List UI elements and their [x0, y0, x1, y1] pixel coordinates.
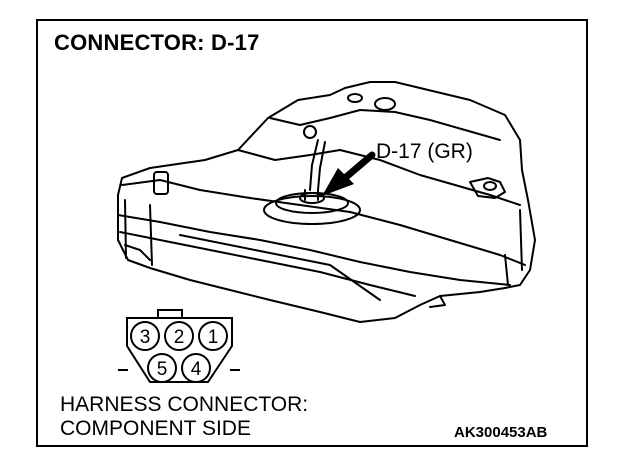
tank-top-ridge	[237, 149, 521, 206]
tank-upper-deck	[121, 179, 526, 266]
tank-side-panel	[124, 199, 127, 259]
harness-caption-line1: HARNESS CONNECTOR:	[60, 393, 309, 416]
tank-side-panel-2	[149, 204, 153, 266]
tank-strap	[179, 234, 381, 301]
harness-caption: HARNESS CONNECTOR: COMPONENT SIDE	[60, 393, 308, 441]
tank-inner-ridge	[269, 109, 501, 141]
pin-label-1: 1	[208, 327, 219, 348]
pin-label-2: 2	[174, 327, 185, 348]
tank-end-panel	[504, 254, 509, 286]
harness-connector-face	[118, 309, 240, 383]
pin-4	[181, 353, 211, 383]
pin-label-4: 4	[191, 359, 202, 380]
figure-code: AK300453AB	[454, 424, 548, 441]
tank-outline	[117, 81, 536, 323]
vent-cap	[374, 97, 396, 111]
pin-2	[164, 321, 194, 351]
left-fitting	[153, 171, 169, 195]
callout-arrow	[322, 151, 376, 196]
tank-lower-band-2	[119, 231, 416, 297]
pin-label-5: 5	[157, 359, 168, 380]
top-fitting	[347, 93, 363, 103]
connector-callout-label: D-17 (GR)	[376, 140, 473, 163]
pump-hose	[309, 139, 319, 191]
left-boss	[303, 125, 317, 139]
pin-3	[130, 321, 160, 351]
harness-caption-line2: COMPONENT SIDE	[60, 417, 251, 440]
pin-1	[198, 321, 228, 351]
pin-5	[147, 353, 177, 383]
pump-module-flange	[263, 195, 361, 225]
pin-label-3: 3	[140, 327, 151, 348]
right-fitting	[469, 177, 506, 199]
tank-lower-band	[117, 214, 511, 286]
connector-title: CONNECTOR: D-17	[54, 30, 260, 55]
tank-end-panel-2	[519, 209, 523, 271]
